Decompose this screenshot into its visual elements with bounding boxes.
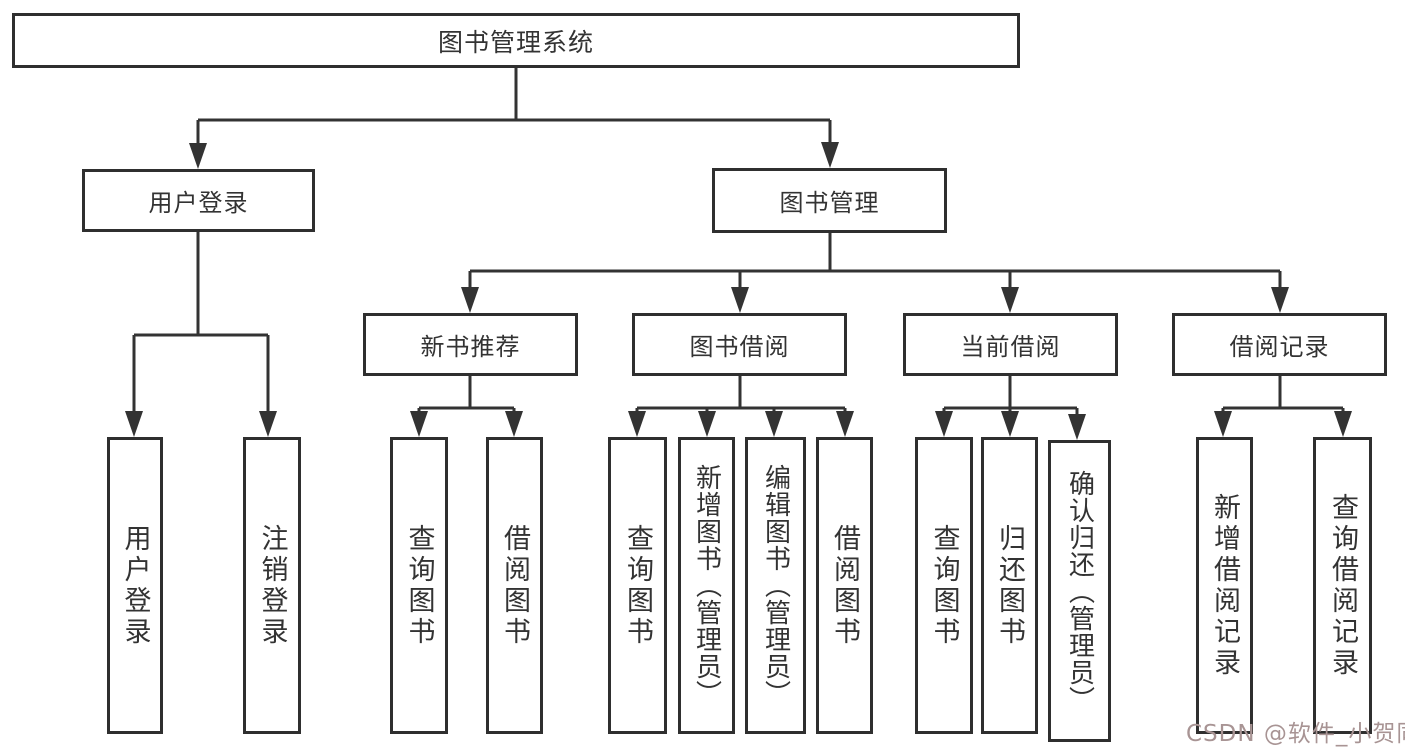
connector-borrow-record-to-leaves (1214, 376, 1352, 437)
connector-new-book-to-leaves (410, 376, 523, 437)
connector-book-management-to-level3 (461, 233, 1289, 313)
leaf-query-book-3: 查询图书 (915, 437, 973, 734)
leaf-query-book-1: 查询图书 (390, 437, 448, 734)
connector-current-borrow-to-leaves (935, 376, 1086, 440)
node-user-login: 用户登录 (82, 169, 315, 232)
leaf-borrow-book-1: 借阅图书 (486, 437, 543, 734)
leaf-borrow-book-2: 借阅图书 (816, 437, 873, 734)
leaf-query-book-2: 查询图书 (608, 437, 667, 734)
leaf-add-borrow-record: 新增借阅记录 (1196, 437, 1253, 734)
leaf-query-borrow-record: 查询借阅记录 (1313, 437, 1372, 734)
leaf-confirm-return-admin: 确认归还（管理员） (1048, 440, 1111, 742)
node-library-management-system: 图书管理系统 (12, 13, 1020, 68)
leaf-add-book-admin: 新增图书（管理员） (678, 437, 735, 734)
connector-user-login-to-leaves (125, 232, 277, 437)
leaf-edit-book-admin: 编辑图书（管理员） (745, 437, 806, 734)
leaf-user-login: 用户登录 (107, 437, 163, 734)
node-book-management: 图书管理 (712, 168, 947, 233)
node-book-borrow: 图书借阅 (632, 313, 847, 376)
csdn-watermark: CSDN @软件_小贺同学 (1186, 721, 1405, 747)
node-current-borrow: 当前借阅 (903, 313, 1118, 376)
leaf-return-book: 归还图书 (981, 437, 1038, 734)
leaf-logout: 注销登录 (243, 437, 301, 734)
connector-book-borrow-to-leaves (628, 376, 854, 437)
connector-root-to-level2 (189, 68, 839, 169)
node-new-book-recommend: 新书推荐 (363, 313, 578, 376)
node-borrow-record: 借阅记录 (1172, 313, 1387, 376)
